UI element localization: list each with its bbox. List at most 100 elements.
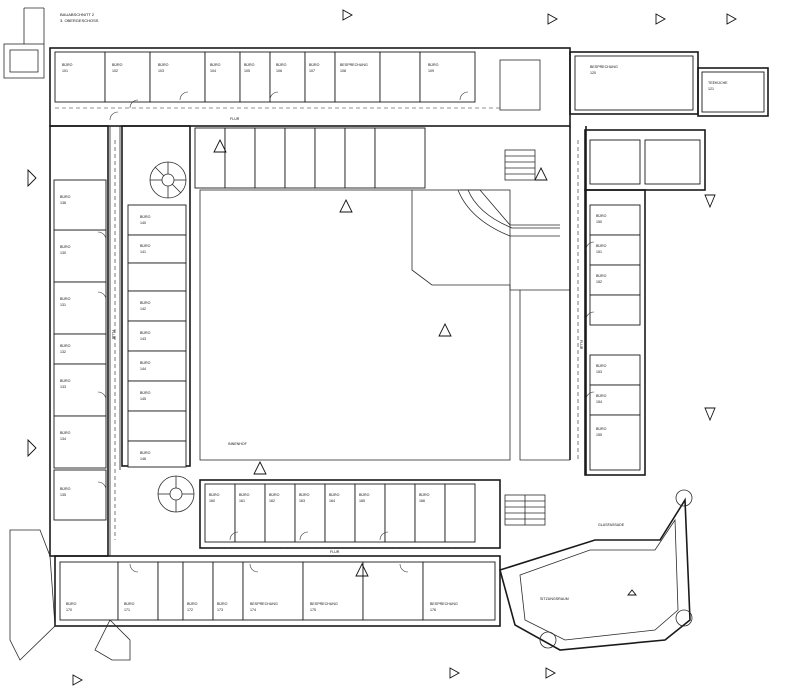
room-number: 133	[60, 385, 66, 389]
title-line-2: 3. OBERGESCHOSS	[60, 18, 99, 23]
room-label: BÜRO	[112, 63, 123, 67]
room-label: BÜRO	[66, 602, 77, 606]
room-number: 136	[60, 201, 66, 205]
room-label: BÜRO	[428, 63, 439, 67]
room-label: BÜRO	[596, 364, 607, 368]
room-label: BÜRO	[596, 394, 607, 398]
room-number: 164	[329, 499, 335, 503]
section-markers	[27, 9, 737, 686]
room-label: BÜRO	[60, 379, 71, 383]
room-number: 146	[140, 457, 146, 461]
room-label: BÜRO	[596, 274, 607, 278]
south-inner-rooms: BÜRO 160 BÜRO 161 BÜRO 162 BÜRO 163 BÜRO…	[204, 483, 476, 554]
room-label: BÜRO	[596, 427, 607, 431]
room-label: BÜRO	[329, 493, 340, 497]
room-number: 150	[596, 220, 602, 224]
southeast-glass-wing: GLASFASSADE SITZUNGSRAUM	[539, 489, 693, 649]
markers	[213, 138, 548, 577]
corridor-label-north: FLUR	[230, 117, 240, 121]
north-inner-rooms: FLUR	[194, 117, 426, 189]
room-label: BÜRO	[140, 215, 151, 219]
room-number: 143	[140, 337, 146, 341]
corridor-label-east: FLUR	[579, 340, 583, 350]
corridor-label-west: FLUR	[111, 330, 115, 340]
room-label: BÜRO	[60, 344, 71, 348]
room-number: 162	[269, 499, 275, 503]
room-number: 171	[124, 608, 130, 612]
room-number: 109	[428, 69, 434, 73]
room-label: BÜRO	[299, 493, 310, 497]
room-number: 175	[310, 608, 316, 612]
stair-ne	[504, 149, 536, 181]
room-number: 154	[596, 400, 602, 404]
room-number: 174	[250, 608, 256, 612]
room-number: 132	[60, 350, 66, 354]
room-label: BÜRO	[140, 244, 151, 248]
room-label: BESPRECHUNG	[310, 602, 338, 606]
room-number: 144	[140, 367, 146, 371]
room-number: 142	[140, 307, 146, 311]
room-label: BÜRO	[419, 493, 430, 497]
grid-lines	[55, 107, 579, 549]
east-rooms: BÜRO 150 BÜRO 151 BÜRO 152 BÜRO 153 BÜRO…	[579, 139, 701, 471]
west-outer-rooms: BÜRO 130 BÜRO 131 BÜRO 132 BÜRO 133 BÜRO…	[53, 179, 107, 521]
room-number: 161	[239, 499, 245, 503]
room-label: BESPRECHUNG	[430, 602, 458, 606]
title-line-1: BAUABSCHNITT 2	[60, 12, 95, 17]
room-number: 155	[596, 433, 602, 437]
room-number: 160	[209, 499, 215, 503]
room-label: BÜRO	[124, 602, 135, 606]
room-label: BÜRO	[596, 244, 607, 248]
south-outer-rooms: BÜRO 170 BÜRO 171 BÜRO 172 BÜRO 173 BESP…	[59, 561, 496, 621]
room-number: 135	[60, 493, 66, 497]
room-number: 105	[244, 69, 250, 73]
room-label: BÜRO	[359, 493, 370, 497]
courtyard-label: INNENHOF	[228, 442, 248, 446]
room-label: BÜRO	[60, 297, 71, 301]
room-number: 165	[359, 499, 365, 503]
room-number: 163	[299, 499, 305, 503]
room-number: 141	[140, 250, 146, 254]
room-number: 130	[60, 251, 66, 255]
room-number: 152	[596, 280, 602, 284]
room-label: BÜRO	[140, 361, 151, 365]
title-block: BAUABSCHNITT 2 3. OBERGESCHOSS	[3, 7, 99, 79]
northeast-block: BESPRECHUNG 120 TEEKÜCHE 121	[457, 55, 765, 237]
room-label: BÜRO	[60, 431, 71, 435]
glass-facade-label: GLASFASSADE	[598, 523, 625, 527]
room-number: 134	[60, 437, 66, 441]
room-label: BÜRO	[596, 214, 607, 218]
room-number: 172	[187, 608, 193, 612]
room-number: 166	[419, 499, 425, 503]
room-label: BÜRO	[276, 63, 287, 67]
room-number: 104	[210, 69, 216, 73]
room-number: 103	[158, 69, 164, 73]
stair-se	[504, 494, 546, 526]
room-label: BÜRO	[140, 391, 151, 395]
room-label: BÜRO	[60, 195, 71, 199]
room-number: 173	[217, 608, 223, 612]
room-number: 107	[309, 69, 315, 73]
room-number: 170	[66, 608, 72, 612]
room-label: BÜRO	[239, 493, 250, 497]
room-label: BÜRO	[244, 63, 255, 67]
room-label: BÜRO	[158, 63, 169, 67]
room-number: 106	[276, 69, 282, 73]
room-number: 153	[596, 370, 602, 374]
room-number: 108	[340, 69, 346, 73]
room-label: BÜRO	[210, 63, 221, 67]
room-label: BÜRO	[140, 331, 151, 335]
room-label: BÜRO	[60, 245, 71, 249]
room-label: BÜRO	[209, 493, 220, 497]
room-number: 151	[596, 250, 602, 254]
room-label: BÜRO	[140, 451, 151, 455]
room-label: BÜRO	[309, 63, 320, 67]
spiral-stairs	[149, 161, 195, 513]
room-label: TEEKÜCHE	[708, 81, 728, 85]
room-label: BÜRO	[60, 487, 71, 491]
room-number: 102	[112, 69, 118, 73]
room-number: 101	[62, 69, 68, 73]
west-inner-rooms: BÜRO 140 BÜRO 141 BÜRO 142 BÜRO 143 BÜRO…	[111, 204, 187, 468]
building-outline	[9, 47, 769, 661]
